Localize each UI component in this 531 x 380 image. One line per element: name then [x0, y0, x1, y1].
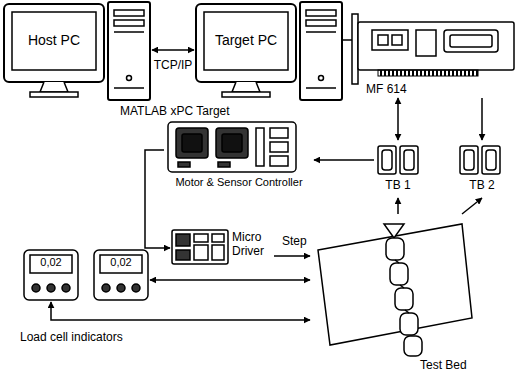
- edge-label: TCP/IP: [152, 58, 195, 72]
- terminal-block: [378, 146, 500, 174]
- device-label: Micro Driver: [232, 230, 274, 259]
- signal-connector: [51, 302, 310, 320]
- micro-driver: [172, 230, 228, 264]
- signal-connector: [274, 255, 310, 257]
- device-label: Motor & Sensor Controller: [164, 176, 314, 189]
- caption-label: Load cell indicators: [20, 330, 123, 344]
- io-card: [352, 14, 514, 84]
- signal-connector: [152, 49, 194, 51]
- device-label: Host PC: [12, 32, 96, 49]
- device-node: TB 2: [456, 140, 508, 198]
- signal-connector: [397, 198, 399, 214]
- device-node: Test Bed: [310, 214, 478, 376]
- device-label: Test Bed: [420, 358, 478, 372]
- device-node: Micro Driver: [170, 226, 274, 272]
- signal-connector: [342, 39, 352, 41]
- test-bed: [318, 224, 472, 356]
- device-node: Target PC: [194, 2, 342, 102]
- controller-box: [168, 122, 296, 172]
- device-label: 0,02: [100, 256, 142, 269]
- signal-connector: [481, 98, 483, 140]
- device-node: Motor & Sensor Controller: [164, 120, 314, 200]
- device-node: TB 1: [374, 140, 422, 198]
- target-computer: [196, 2, 342, 100]
- signal-connector: [314, 159, 374, 161]
- signal-connector: [397, 98, 399, 140]
- device-label: TB 1: [374, 178, 422, 192]
- signal-connector: [462, 198, 482, 214]
- device-label: 0,02: [30, 256, 72, 269]
- signal-connector: [145, 150, 170, 248]
- load-cell-indicator: [24, 250, 148, 300]
- device-node: 0,02: [92, 248, 150, 302]
- host-computer: [4, 2, 150, 100]
- device-node: 0,02: [22, 248, 80, 302]
- device-node: Host PC: [2, 2, 152, 102]
- device-label: Target PC: [204, 32, 288, 49]
- device-label: MF 614: [366, 82, 426, 96]
- device-node: MF 614: [352, 10, 522, 98]
- signal-connector: [150, 279, 310, 281]
- device-label: TB 2: [456, 178, 508, 192]
- caption-label: MATLAB xPC Target: [120, 104, 230, 118]
- caption-label: Step: [282, 234, 307, 248]
